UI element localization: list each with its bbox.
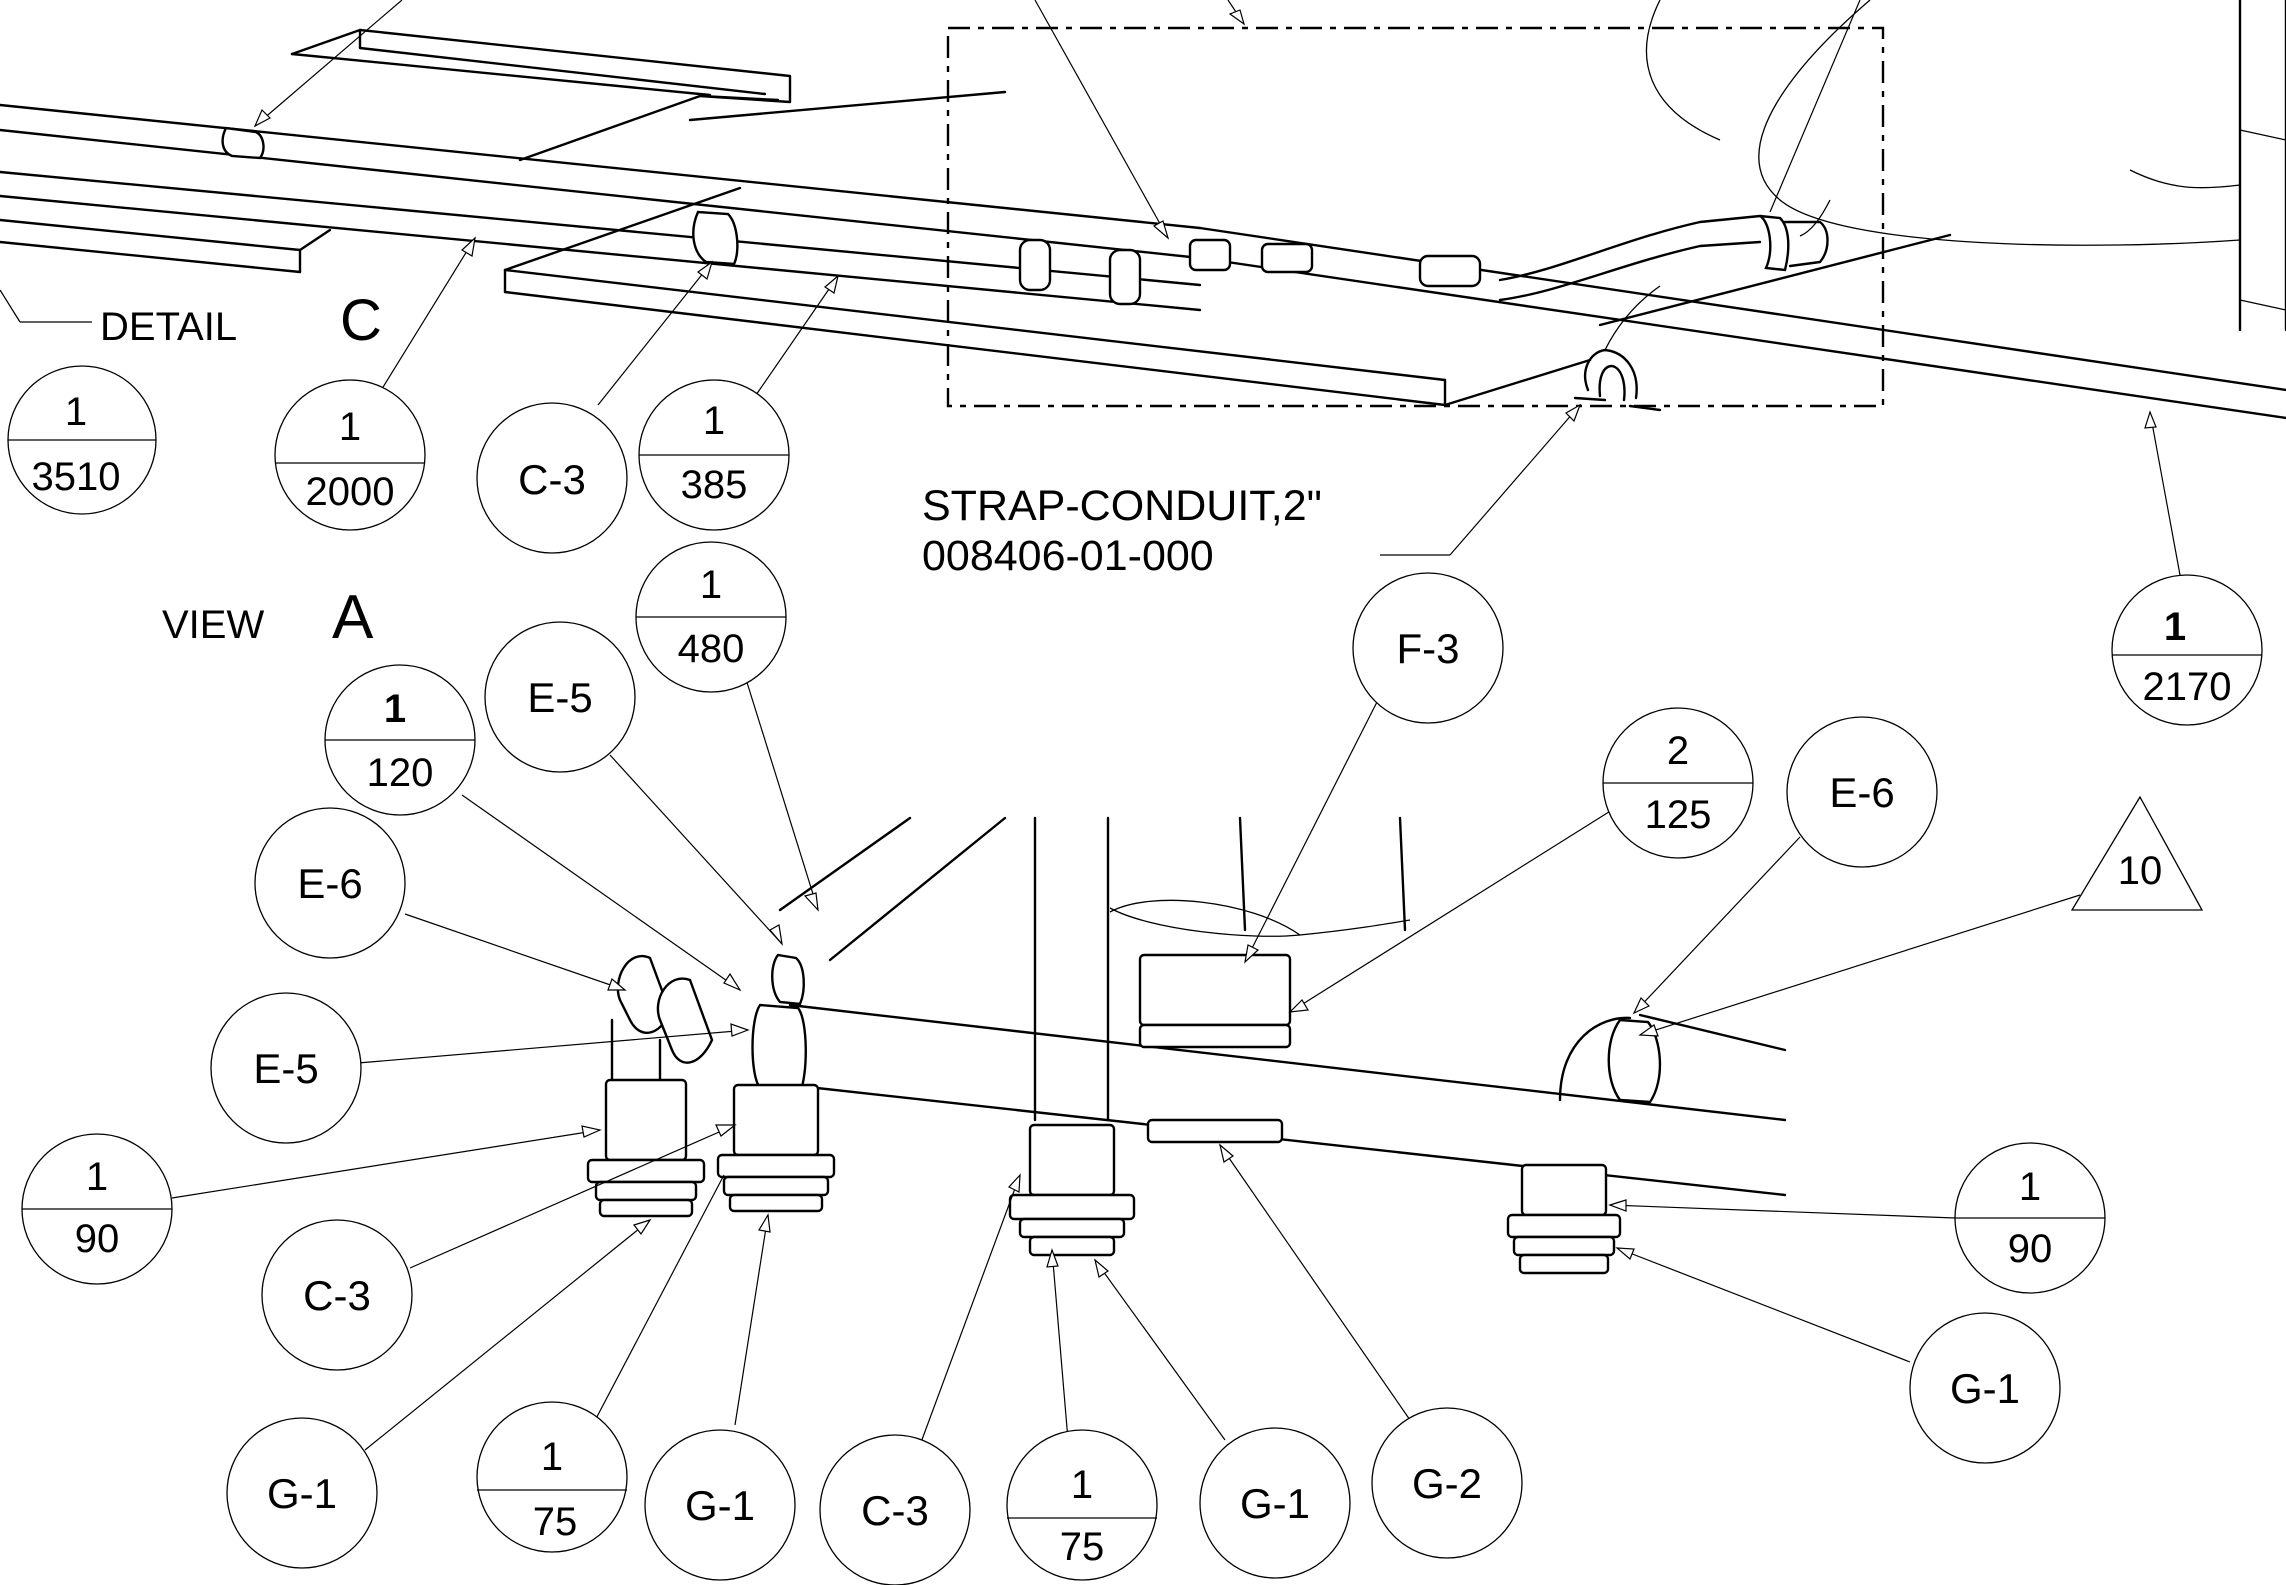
svg-text:385: 385 <box>681 463 748 507</box>
detail-letter: C <box>340 288 382 353</box>
svg-text:1: 1 <box>2019 1165 2041 1209</box>
svg-text:C-3: C-3 <box>303 1272 371 1319</box>
svg-text:480: 480 <box>678 627 745 671</box>
svg-text:1: 1 <box>1071 1463 1093 1507</box>
svg-text:1: 1 <box>703 399 725 443</box>
strap-conduit-callout: STRAP-CONDUIT,2" 008406-01-000 <box>922 482 1322 580</box>
svg-text:G-2: G-2 <box>1412 1460 1482 1507</box>
balloon-c3-bottom: C-3 <box>819 1434 971 1585</box>
svg-text:G-1: G-1 <box>267 1470 337 1517</box>
balloon-g1-right: G-1 <box>1909 1312 2061 1464</box>
svg-text:1: 1 <box>700 563 722 607</box>
svg-text:1: 1 <box>2164 605 2186 649</box>
balloon-3510: 1 3510 <box>7 365 157 515</box>
balloon-e6-right: E-6 <box>1786 716 1938 868</box>
svg-text:3510: 3510 <box>32 455 121 499</box>
svg-text:2000: 2000 <box>306 470 395 514</box>
leader-lines <box>0 0 2181 1451</box>
balloon-125: 2 125 <box>1602 707 1754 859</box>
detail-c-label: DETAIL C <box>100 288 382 353</box>
svg-text:90: 90 <box>75 1217 120 1261</box>
svg-text:G-1: G-1 <box>1950 1365 2020 1412</box>
svg-text:1: 1 <box>384 687 406 731</box>
svg-text:F-3: F-3 <box>1397 625 1460 672</box>
view-letter: A <box>332 583 374 652</box>
balloon-g1-c: G-1 <box>1199 1427 1351 1579</box>
balloon-e5-upper: E-5 <box>484 621 636 773</box>
balloon-e6-left: E-6 <box>254 807 406 959</box>
view-a-drawing <box>586 816 1787 1275</box>
svg-text:90: 90 <box>2008 1227 2053 1271</box>
svg-text:10: 10 <box>2118 849 2163 893</box>
balloon-g1-b: G-1 <box>644 1429 796 1581</box>
balloon-480: 1 480 <box>635 541 787 693</box>
balloon-75-b: 1 75 <box>1006 1429 1158 1581</box>
svg-text:E-6: E-6 <box>297 860 362 907</box>
svg-text:E-5: E-5 <box>253 1045 318 1092</box>
svg-text:G-1: G-1 <box>1240 1480 1310 1527</box>
balloon-2170: 1 2170 <box>2111 574 2263 726</box>
balloon-120: 1 120 <box>324 664 476 816</box>
svg-text:75: 75 <box>533 1500 578 1544</box>
svg-text:C-3: C-3 <box>518 456 586 503</box>
balloon-75-a: 1 75 <box>476 1401 628 1553</box>
detail-label: DETAIL <box>100 305 237 349</box>
view-label: VIEW <box>162 603 264 647</box>
balloon-90-left: 1 90 <box>21 1133 173 1285</box>
detail-c-drawing <box>0 0 2286 420</box>
svg-text:1: 1 <box>65 390 87 434</box>
svg-text:2: 2 <box>1667 729 1689 773</box>
svg-text:G-1: G-1 <box>685 1482 755 1529</box>
svg-text:75: 75 <box>1060 1525 1105 1569</box>
balloon-g2: G-2 <box>1371 1407 1523 1559</box>
balloon-c3-left: C-3 <box>261 1219 413 1371</box>
balloon-g1-a: G-1 <box>226 1417 378 1569</box>
balloon-f3: F-3 <box>1352 572 1504 724</box>
svg-text:1: 1 <box>86 1155 108 1199</box>
svg-text:1: 1 <box>541 1435 563 1479</box>
strap-label-line1: STRAP-CONDUIT,2" <box>922 482 1322 530</box>
balloon-c3-top: C-3 <box>476 402 628 554</box>
svg-text:125: 125 <box>1645 793 1712 837</box>
balloon-90-right: 1 90 <box>1954 1142 2106 1294</box>
balloon-e5-left: E-5 <box>210 992 362 1144</box>
revision-triangle-10: 10 <box>2070 795 2204 911</box>
balloon-385: 1 385 <box>638 379 790 531</box>
view-a-label: VIEW A <box>162 583 374 652</box>
svg-text:2170: 2170 <box>2143 665 2232 709</box>
balloon-2000: 1 2000 <box>274 379 426 531</box>
svg-text:1: 1 <box>339 405 361 449</box>
svg-text:C-3: C-3 <box>861 1487 929 1534</box>
svg-text:E-6: E-6 <box>1829 769 1894 816</box>
svg-text:120: 120 <box>367 751 434 795</box>
strap-label-line2: 008406-01-000 <box>922 532 1214 580</box>
svg-text:E-5: E-5 <box>527 674 592 721</box>
